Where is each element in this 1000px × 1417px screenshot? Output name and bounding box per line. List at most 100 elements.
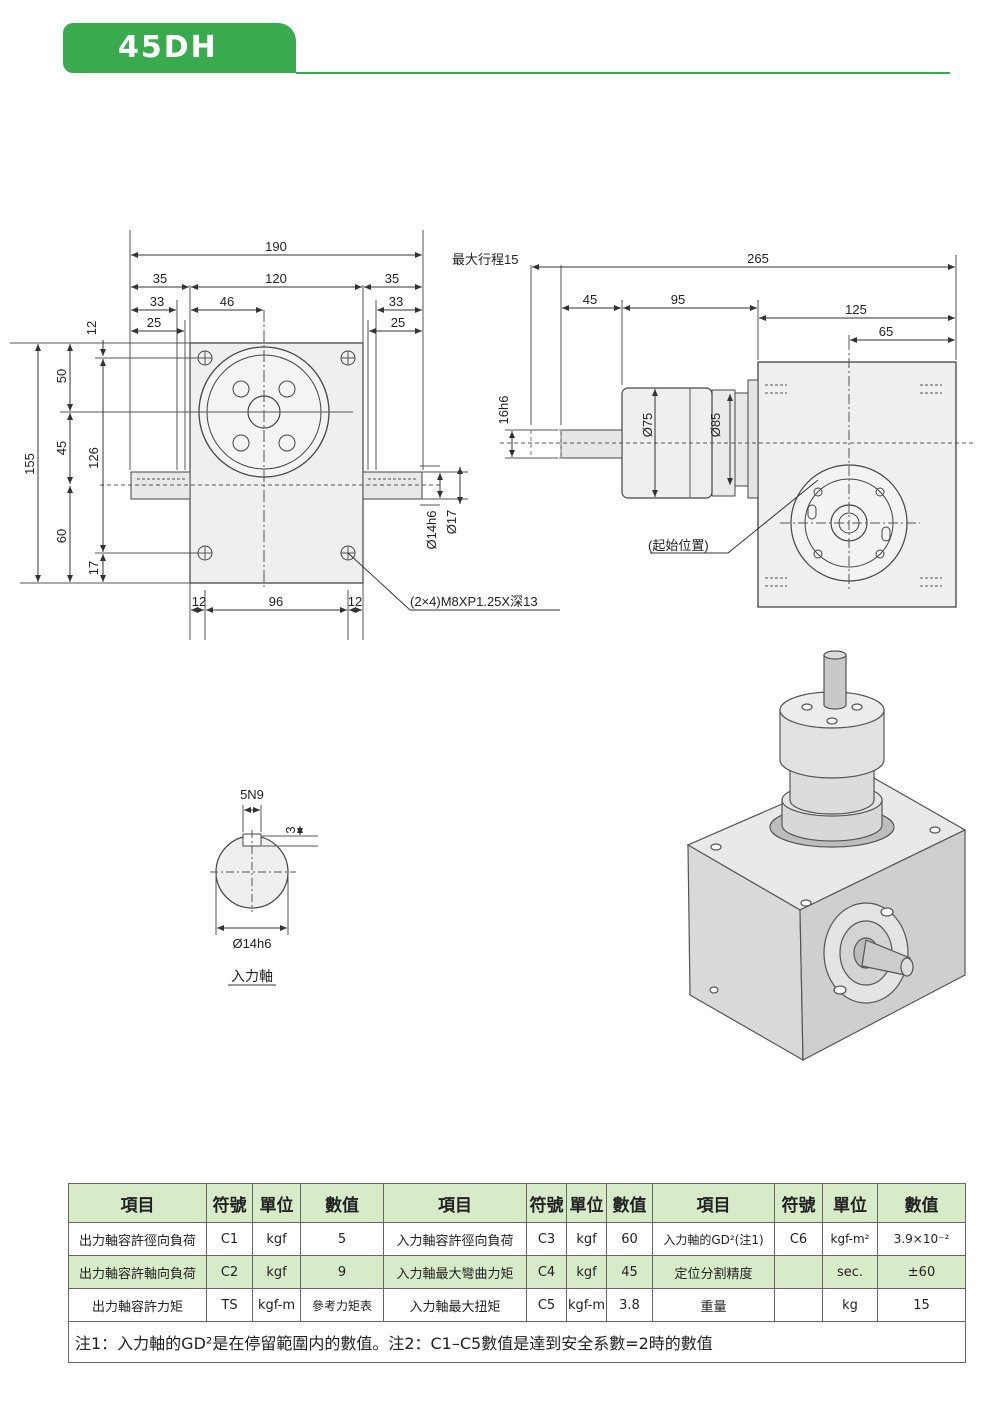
- dim-65: 65: [879, 324, 893, 339]
- dim-12-bottom-left: 12: [192, 594, 206, 609]
- dim-50: 50: [54, 369, 69, 383]
- col-header: 項目: [652, 1183, 775, 1223]
- table-cell: 入力軸最大彎曲力矩: [383, 1255, 527, 1289]
- dim-95: 95: [671, 292, 685, 307]
- dim-45: 45: [54, 441, 69, 455]
- dim-126: 126: [86, 447, 101, 469]
- table-row: 出力軸容許軸向負荷 C2 kgf 9 入力軸最大彎曲力矩 C4 kgf 45 定…: [68, 1255, 966, 1289]
- model-title: 45DH: [118, 30, 218, 65]
- dim-33-right: 33: [389, 294, 403, 309]
- table-header-row: 項目 符號 單位 數值 項目 符號 單位 數值 項目 符號 單位 數值: [68, 1183, 966, 1223]
- iso-input-shaft: [823, 654, 847, 710]
- col-header: 符號: [774, 1183, 823, 1223]
- keyway-label: 5N9: [240, 787, 264, 802]
- dim-46: 46: [220, 294, 234, 309]
- dim-85: Ø85: [708, 413, 723, 438]
- table-cell: kgf-m²: [822, 1222, 878, 1256]
- col-header: 數值: [606, 1183, 653, 1223]
- shaft-section: [210, 805, 318, 935]
- table-cell: C4: [526, 1255, 567, 1289]
- col-header: 符號: [526, 1183, 567, 1223]
- dim-17: 17: [86, 561, 101, 575]
- table-cell: 入力軸容許徑向負荷: [383, 1222, 527, 1256]
- table-cell: 3.8: [606, 1288, 653, 1322]
- col-header: 數值: [300, 1183, 384, 1223]
- input-shaft: [560, 429, 623, 459]
- table-cell: [774, 1288, 823, 1322]
- dim-shaft-17: Ø17: [444, 510, 459, 535]
- col-header: 數值: [877, 1183, 966, 1223]
- table-cell: 出力軸容許軸向負荷: [68, 1255, 207, 1289]
- table-cell: 入力軸最大扭矩: [383, 1288, 527, 1322]
- dim-35-right: 35: [385, 271, 399, 286]
- table-cell: 60: [606, 1222, 653, 1256]
- table-cell: C5: [526, 1288, 567, 1322]
- table-cell: kgf: [566, 1255, 607, 1289]
- col-header: 符號: [206, 1183, 253, 1223]
- table-cell: 3.9×10⁻²: [877, 1222, 966, 1256]
- dim-16h6: 16h6: [496, 396, 511, 425]
- keyway-depth: 3: [283, 826, 298, 833]
- table-cell: 15: [877, 1288, 966, 1322]
- iso-view: [686, 650, 967, 1062]
- dim-265: 265: [747, 251, 769, 266]
- table-row: 出力軸容許力矩 TS kgf-m 參考力矩表 入力軸最大扭矩 C5 kgf-m …: [68, 1288, 966, 1322]
- dim-75: Ø75: [640, 413, 655, 438]
- table-note-row: 注1：入力軸的GD²是在停留範圍内的數值。注2：C1–C5數值是達到安全系數=2…: [68, 1321, 966, 1363]
- col-header: 單位: [566, 1183, 607, 1223]
- table-cell: TS: [206, 1288, 253, 1322]
- table-cell: kgf-m: [566, 1288, 607, 1322]
- table-cell: 參考力矩表: [300, 1288, 384, 1322]
- left-shaft: [130, 471, 191, 500]
- table-cell: kgf: [252, 1255, 301, 1289]
- table-cell: kg: [822, 1288, 878, 1322]
- table-note: 注1：入力軸的GD²是在停留範圍内的數值。注2：C1–C5數值是達到安全系數=2…: [68, 1321, 966, 1363]
- table-cell: [774, 1255, 823, 1289]
- dim-12-top: 12: [84, 321, 99, 335]
- iso-input-housing: [779, 709, 885, 779]
- dim-45-side: 45: [583, 292, 597, 307]
- col-header: 單位: [822, 1183, 878, 1223]
- table-cell: C6: [774, 1222, 823, 1256]
- dim-35-left: 35: [153, 271, 167, 286]
- table-cell: kgf: [252, 1222, 301, 1256]
- dim-190: 190: [265, 239, 287, 254]
- dim-stroke: 最大行程15: [452, 252, 518, 267]
- col-header: 項目: [383, 1183, 527, 1223]
- dim-125: 125: [845, 302, 867, 317]
- dim-shaft-14h6: Ø14h6: [424, 510, 439, 549]
- right-shaft: [362, 471, 423, 500]
- model-tab: 45DH: [63, 23, 296, 73]
- dim-25-right: 25: [391, 315, 405, 330]
- table-cell: ±60: [877, 1255, 966, 1289]
- start-position-note: (起始位置): [648, 538, 709, 553]
- side-view-labels: 最大行程15 265 45 95 125 65 16h6 Ø75 Ø85 (起始…: [452, 251, 893, 553]
- dim-155: 155: [22, 453, 37, 475]
- shaft-caption: 入力軸: [231, 968, 273, 984]
- shaft-section-labels: 5N9 3 Ø14h6 入力軸: [228, 787, 298, 986]
- shaft-diameter: Ø14h6: [232, 936, 271, 951]
- dim-60: 60: [54, 529, 69, 543]
- table-cell: 5: [300, 1222, 384, 1256]
- dim-25-left: 25: [147, 315, 161, 330]
- spec-table: 項目 符號 單位 數值 項目 符號 單位 數值 項目 符號 單位 數值 出力軸容…: [68, 1183, 966, 1363]
- table-cell: 45: [606, 1255, 653, 1289]
- table-cell: kgf-m: [252, 1288, 301, 1322]
- col-header: 單位: [252, 1183, 301, 1223]
- table-cell: C3: [526, 1222, 567, 1256]
- dim-96: 96: [269, 594, 283, 609]
- dim-33-left: 33: [150, 294, 164, 309]
- col-header: 項目: [68, 1183, 207, 1223]
- table-cell: 定位分割精度: [652, 1255, 775, 1289]
- table-cell: C2: [206, 1255, 253, 1289]
- table-cell: 9: [300, 1255, 384, 1289]
- table-cell: sec.: [822, 1255, 878, 1289]
- front-view-labels: 190 35 120 35 33 46 33 25 25 12 50 45 12…: [22, 239, 538, 609]
- header-rule: [296, 72, 950, 74]
- table-cell: 出力軸容許力矩: [68, 1288, 207, 1322]
- dim-120: 120: [265, 271, 287, 286]
- table-cell: C1: [206, 1222, 253, 1256]
- front-view: [10, 230, 560, 640]
- table-cell: 入力軸的GD²(注1): [652, 1222, 775, 1256]
